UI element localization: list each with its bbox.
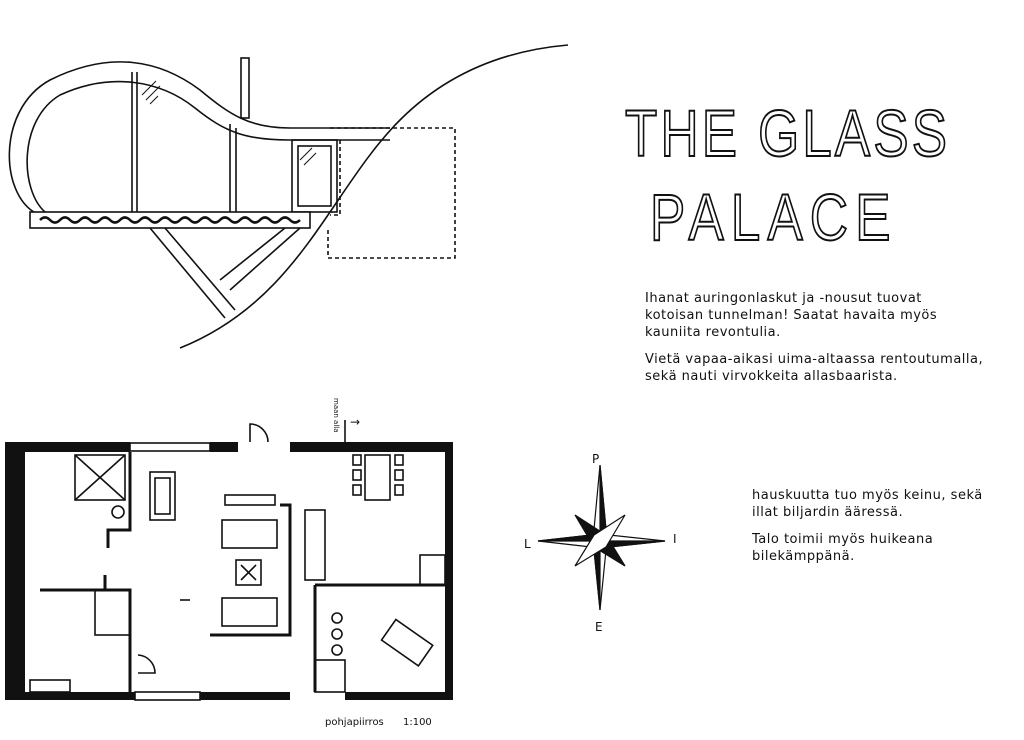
paragraph-sunsets: Ihanat auringonlaskut ja -nousut tuovat … [645, 291, 938, 340]
underground-label: maan alla [332, 398, 340, 433]
scale-text: 1:100 [402, 717, 432, 728]
description-block-2: hauskuutta tuo myös keinu, sekä illat bi… [752, 487, 992, 575]
description-block-1: Ihanat auringonlaskut ja -nousut tuovat … [645, 290, 985, 395]
compass-rose [537, 464, 666, 611]
paragraph-pool: Vietä vapaa-aikasi uima-altaassa rentout… [645, 352, 984, 384]
arrow-icon: → [350, 415, 361, 429]
title-line-2: PALACE [649, 180, 898, 254]
paragraph-swing: hauskuutta tuo myös keinu, sekä illat bi… [752, 488, 983, 520]
compass-west: L [524, 537, 531, 551]
compass-east: I [673, 532, 677, 546]
compass-north: P [592, 452, 600, 466]
floorplan-caption: pohjapiirros 1:100 [325, 717, 432, 728]
compass-south: E [595, 620, 603, 634]
caption-text: pohjapiirros [325, 717, 384, 728]
title-line-1: THE GLASS [624, 96, 951, 170]
paragraph-party: Talo toimii myös huikeana bilekämppänä. [752, 532, 934, 564]
